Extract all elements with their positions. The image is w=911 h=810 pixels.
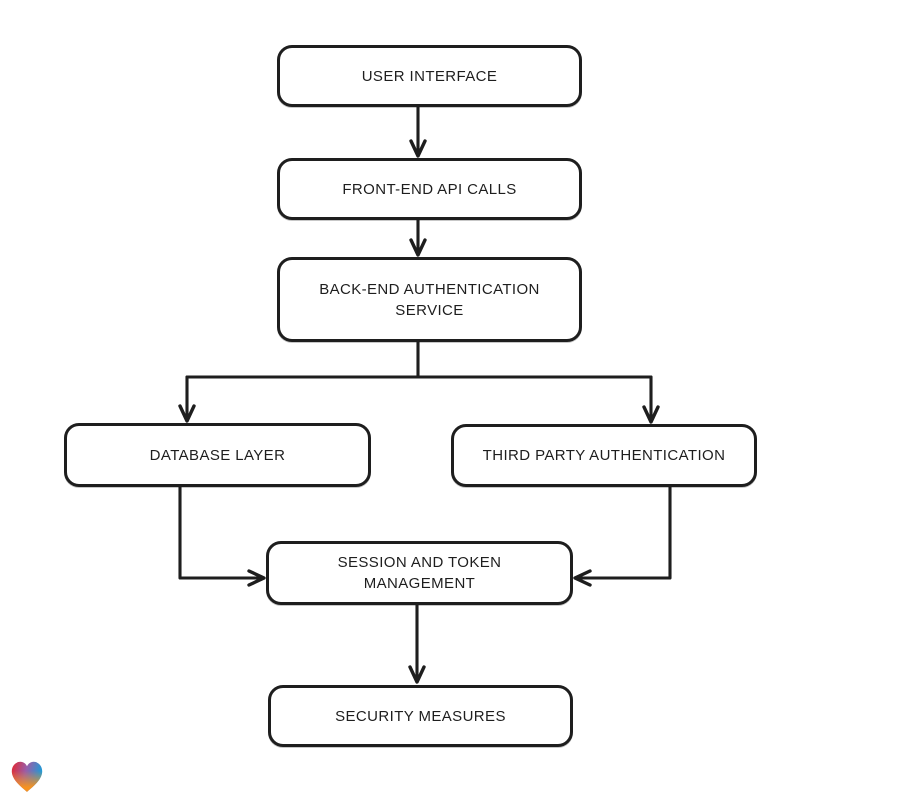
edge-third-party-authentication-to-session-and-token-management — [573, 485, 672, 587]
node-label: USER INTERFACE — [361, 67, 498, 85]
node-label: SESSION AND TOKEN — [337, 554, 502, 571]
node-label: FRONT-END API CALLS — [342, 180, 517, 198]
node-label: SECURITY MEASURES — [335, 707, 506, 725]
edge-front-end-api-calls-to-back-end-authentication-service — [409, 218, 427, 257]
edge-back-end-authentication-service-to-third-party-authentication — [642, 375, 660, 424]
node-label: MANAGEMENT — [363, 575, 476, 592]
edge-session-and-token-management-to-security-measures — [408, 603, 426, 684]
edge-back-end-authentication-service-to-database-layer — [178, 339, 653, 423]
node-label: DATABASE LAYER — [149, 446, 286, 464]
node-front-end-api-calls: FRONT-END API CALLS — [277, 158, 582, 220]
node-session-and-token-management: SESSION AND TOKEN MANAGEMENT — [266, 541, 573, 605]
node-label: BACK-END AUTHENTICATION — [319, 280, 540, 298]
node-user-interface: USER INTERFACE — [277, 45, 582, 107]
eraser-logo[interactable] — [8, 758, 46, 796]
node-label: THIRD PARTY AUTHENTICATION — [482, 447, 726, 464]
heart-gradient-icon — [11, 761, 43, 792]
edge-database-layer-to-session-and-token-management — [178, 485, 266, 587]
node-third-party-authentication: THIRD PARTY AUTHENTICATION — [451, 424, 757, 487]
edge-user-interface-to-front-end-api-calls — [409, 105, 427, 158]
node-label: SERVICE — [395, 301, 464, 319]
node-database-layer: DATABASE LAYER — [64, 423, 371, 487]
node-back-end-authentication-service: BACK-END AUTHENTICATION SERVICE — [277, 257, 582, 342]
node-security-measures: SECURITY MEASURES — [268, 685, 573, 747]
